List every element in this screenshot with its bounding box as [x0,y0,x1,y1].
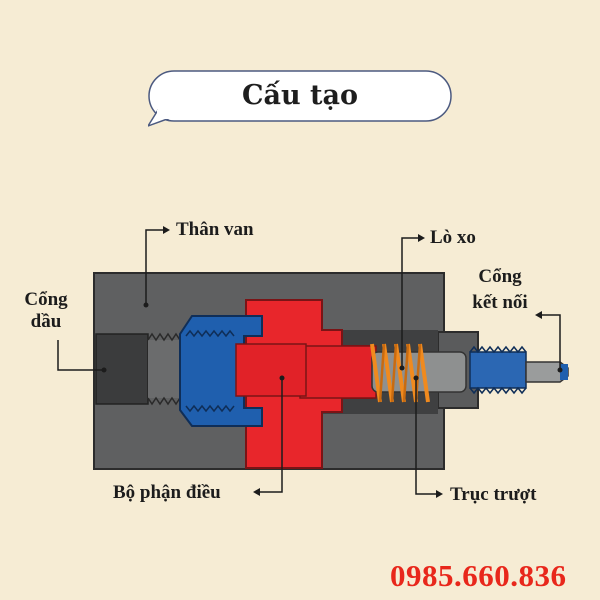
red-plunger [299,345,377,399]
label-cong-ket-noi: Cổng kết nối [456,266,544,314]
label-than-van: Thân van [176,219,254,240]
label-truc-truot: Trục trượt [450,484,537,505]
label-cong-dau-line1: Cổng [24,289,68,310]
blue-nut-threads [185,329,235,413]
label-cong-ket-noi-line2: kết nối [472,292,528,313]
label-cong-dau-line2: dầu [30,311,62,332]
label-cong-dau: Cổng dầu [14,289,78,333]
diagram-title: Cấu tạo [242,80,358,111]
title-bubble: Cấu tạo [148,70,452,127]
spring-coils [370,343,430,403]
label-lo-xo: Lò xo [430,227,476,248]
label-bo-phan-dieu: Bộ phận điều [113,482,221,503]
phone-number: 0985.660.836 [390,558,567,593]
label-cong-ket-noi-line1: Cổng [478,266,522,287]
leader-lines [57,229,561,495]
leader-arrows [101,226,563,498]
connector-threads [469,351,527,389]
red-spindle [235,343,307,397]
